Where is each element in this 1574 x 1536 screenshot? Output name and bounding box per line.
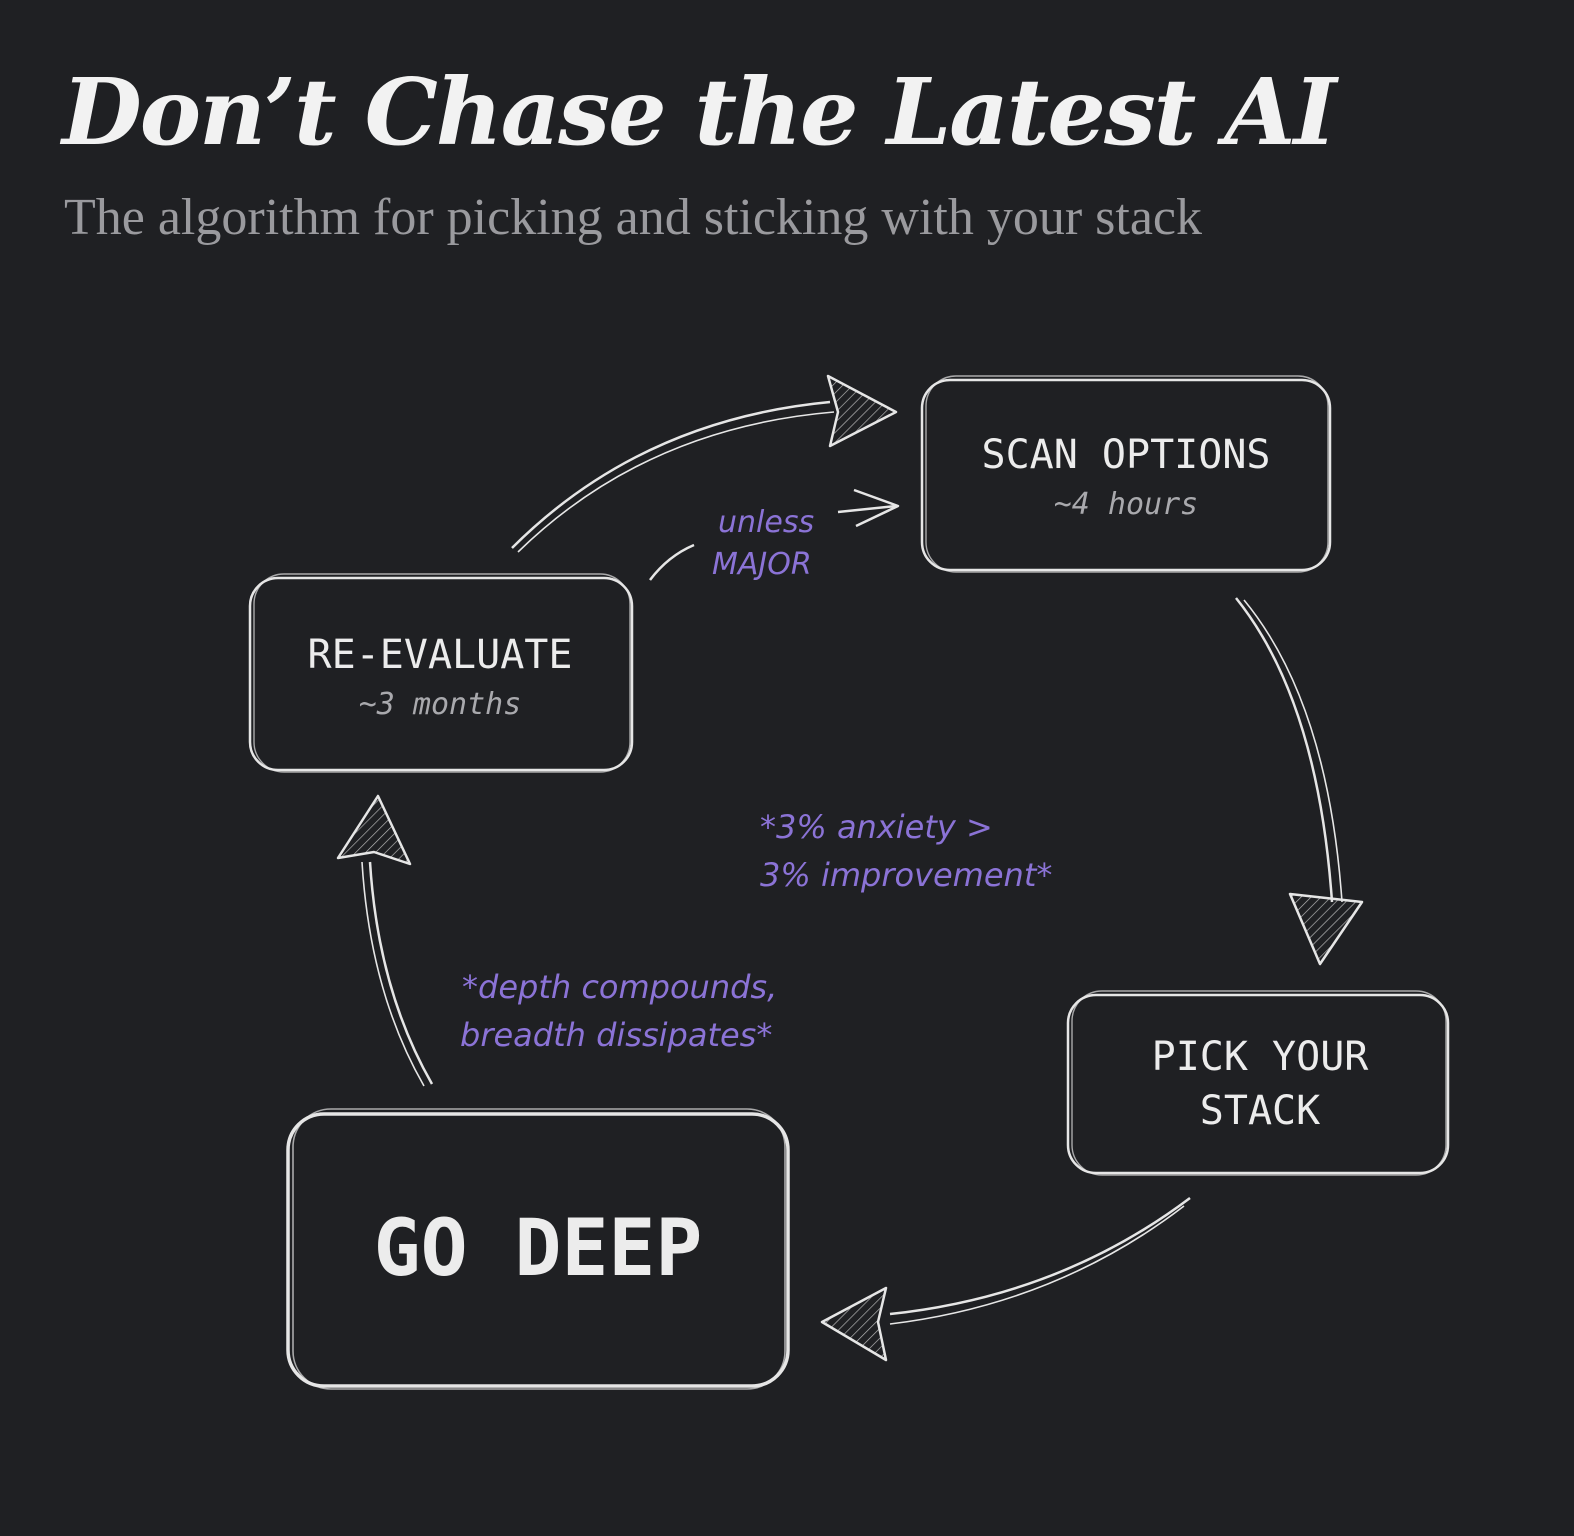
arrow-deep-to-reevaluate [336, 794, 434, 1087]
note-depth-line2: breadth dissipates* [460, 1016, 772, 1054]
note-unless-line2: MAJOR [712, 547, 812, 582]
note-unless-major: unless MAJOR [712, 505, 814, 582]
re-evaluate-label: RE-EVALUATE [308, 632, 573, 678]
scan-options-duration: ~4 hours [1054, 487, 1199, 522]
page-subtitle: The algorithm for picking and sticking w… [64, 189, 1202, 246]
note-depth-line1: *depth compounds, [462, 968, 777, 1006]
note-anxiety-line2: 3% improvement* [760, 856, 1052, 894]
pick-stack-label-line1: PICK YOUR [1152, 1034, 1370, 1080]
arrow-reevaluate-to-scan [511, 374, 898, 553]
pick-stack-box: PICK YOUR STACK [1066, 990, 1450, 1176]
arrow-scan-to-pick [1235, 597, 1364, 966]
scan-options-box: SCAN OPTIONS ~4 hours [920, 375, 1332, 573]
arrow-pick-to-deep [820, 1197, 1191, 1362]
arrow-unless-major [649, 488, 900, 581]
note-anxiety: *3% anxiety > 3% improvement* [760, 808, 1052, 894]
note-anxiety-line1: *3% anxiety > [760, 808, 993, 846]
page-title: Don’t Chase the Latest AI [62, 58, 1337, 166]
go-deep-label: GO DEEP [374, 1204, 703, 1294]
scan-options-label: SCAN OPTIONS [982, 432, 1271, 478]
go-deep-box: GO DEEP [286, 1108, 790, 1390]
re-evaluate-box: RE-EVALUATE ~3 months [248, 573, 634, 773]
note-unless-line1: unless [718, 505, 814, 540]
pick-stack-label-line2: STACK [1200, 1088, 1320, 1134]
note-depth: *depth compounds, breadth dissipates* [460, 968, 777, 1054]
re-evaluate-duration: ~3 months [359, 687, 522, 722]
